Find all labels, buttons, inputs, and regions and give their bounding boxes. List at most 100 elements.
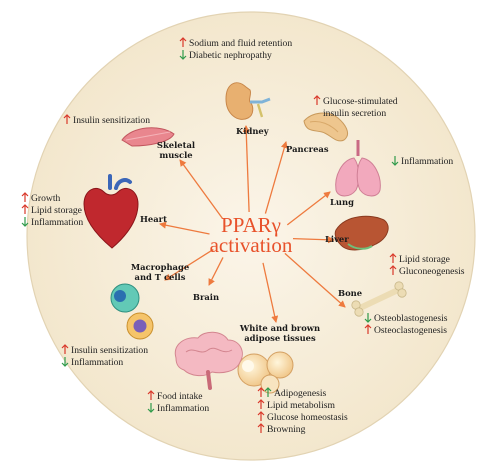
effect-text: Adipogenesis bbox=[274, 388, 326, 399]
effect-item: Osteoblastogenesis bbox=[364, 313, 448, 324]
effect-text: Inflammation bbox=[71, 357, 123, 368]
effect-text: Browning bbox=[267, 424, 306, 435]
arrow-up-icon bbox=[179, 37, 187, 47]
immune-cells-icon bbox=[110, 283, 154, 340]
effects-muscle: Insulin sensitization bbox=[63, 114, 150, 126]
effect-item: Glucose-stimulated bbox=[313, 95, 398, 107]
effect-text: Sodium and fluid retention bbox=[189, 38, 292, 49]
effect-text: Glucose homeostasis bbox=[267, 412, 348, 423]
effect-item: Gluconeogenesis bbox=[389, 265, 465, 277]
arrow-up-icon bbox=[257, 387, 265, 397]
effect-item: Adipogenesis bbox=[257, 387, 326, 399]
arrow-immune bbox=[164, 248, 214, 281]
heart-icon bbox=[83, 174, 139, 249]
effect-item: Lipid storage bbox=[21, 204, 82, 216]
adipose-cells-icon bbox=[237, 351, 294, 394]
effect-text: Insulin sensitization bbox=[73, 115, 150, 126]
effect-text: Food intake bbox=[157, 391, 203, 402]
arrow-layer bbox=[159, 125, 346, 323]
effect-text: Lipid storage bbox=[31, 205, 82, 216]
arrow-liver bbox=[292, 236, 335, 244]
center-title: PPARγ activation bbox=[210, 213, 293, 257]
arrow-up-icon bbox=[21, 204, 29, 214]
lung-icon bbox=[335, 140, 381, 197]
arrow-up-icon bbox=[313, 95, 321, 105]
arrow-bone bbox=[284, 252, 346, 308]
arrow-down-icon bbox=[179, 50, 187, 60]
arrow-up-icon bbox=[264, 387, 272, 397]
liver-icon bbox=[334, 215, 389, 251]
arrow-adipose bbox=[262, 262, 279, 323]
background-ring bbox=[26, 11, 476, 461]
arrow-up-icon bbox=[389, 265, 397, 275]
effect-item: Inflammation bbox=[61, 357, 123, 368]
center-title-line1: PPARγ bbox=[221, 213, 281, 237]
effect-item: Inflammation bbox=[21, 217, 83, 228]
arrow-down-icon bbox=[364, 313, 372, 323]
effect-text: insulin secretion bbox=[323, 108, 386, 119]
effect-item: Inflammation bbox=[147, 403, 209, 414]
arrow-up-icon bbox=[257, 423, 265, 433]
arrow-up-icon bbox=[389, 253, 397, 263]
arrow-down-icon bbox=[147, 403, 155, 413]
effect-text: Inflammation bbox=[401, 156, 453, 167]
effect-item: Sodium and fluid retention bbox=[179, 37, 292, 49]
effects-lung: Inflammation bbox=[391, 156, 453, 167]
effect-item: Insulin sensitization bbox=[63, 114, 150, 126]
effect-item: Lipid metabolism bbox=[257, 399, 335, 411]
arrow-down-icon bbox=[21, 217, 29, 227]
label-heart: Heart bbox=[140, 214, 167, 224]
brain-icon bbox=[174, 331, 243, 390]
label-lung: Lung bbox=[330, 197, 354, 207]
arrow-up-icon bbox=[63, 114, 71, 124]
arrow-lung bbox=[286, 191, 331, 226]
effect-text: Lipid metabolism bbox=[267, 400, 335, 411]
effect-text: Osteoclastogenesis bbox=[374, 325, 447, 336]
effect-item: Food intake bbox=[147, 390, 203, 402]
arrow-down-icon bbox=[61, 357, 69, 367]
effect-text: Insulin sensitization bbox=[71, 345, 148, 356]
arrow-up-icon bbox=[61, 344, 69, 354]
arrow-down-icon bbox=[391, 156, 399, 166]
arrow-heart bbox=[159, 221, 210, 235]
effect-item: Inflammation bbox=[391, 156, 453, 167]
center-title-line2: activation bbox=[210, 233, 293, 257]
arrow-kidney bbox=[242, 125, 250, 213]
label-kidney: Kidney bbox=[236, 126, 270, 136]
arrow-brain bbox=[208, 257, 224, 286]
bone-icon bbox=[351, 281, 407, 317]
arrow-muscle bbox=[179, 159, 224, 220]
effect-text: Gluconeogenesis bbox=[399, 266, 465, 277]
label-pancreas: Pancreas bbox=[286, 144, 329, 154]
effect-item: Diabetic nephropathy bbox=[179, 50, 272, 61]
effect-item: Lipid storage bbox=[389, 253, 450, 265]
effect-item: Growth bbox=[21, 192, 61, 204]
effect-item: Glucose homeostasis bbox=[257, 411, 348, 423]
effect-text: Growth bbox=[31, 193, 61, 204]
effect-text: Inflammation bbox=[157, 403, 209, 414]
label-liver: Liver bbox=[325, 234, 349, 244]
effect-item: insulin secretion bbox=[323, 108, 386, 119]
arrow-up-icon bbox=[364, 324, 372, 334]
muscle-icon bbox=[121, 127, 175, 147]
label-brain: Brain bbox=[193, 292, 219, 302]
kidney-icon bbox=[225, 82, 271, 120]
effect-item: Browning bbox=[257, 423, 306, 435]
arrow-up-icon bbox=[21, 192, 29, 202]
effect-item: Osteoclastogenesis bbox=[364, 324, 447, 336]
arrow-pancreas bbox=[264, 141, 288, 214]
pancreas-icon bbox=[303, 112, 348, 142]
arrow-up-icon bbox=[257, 411, 265, 421]
